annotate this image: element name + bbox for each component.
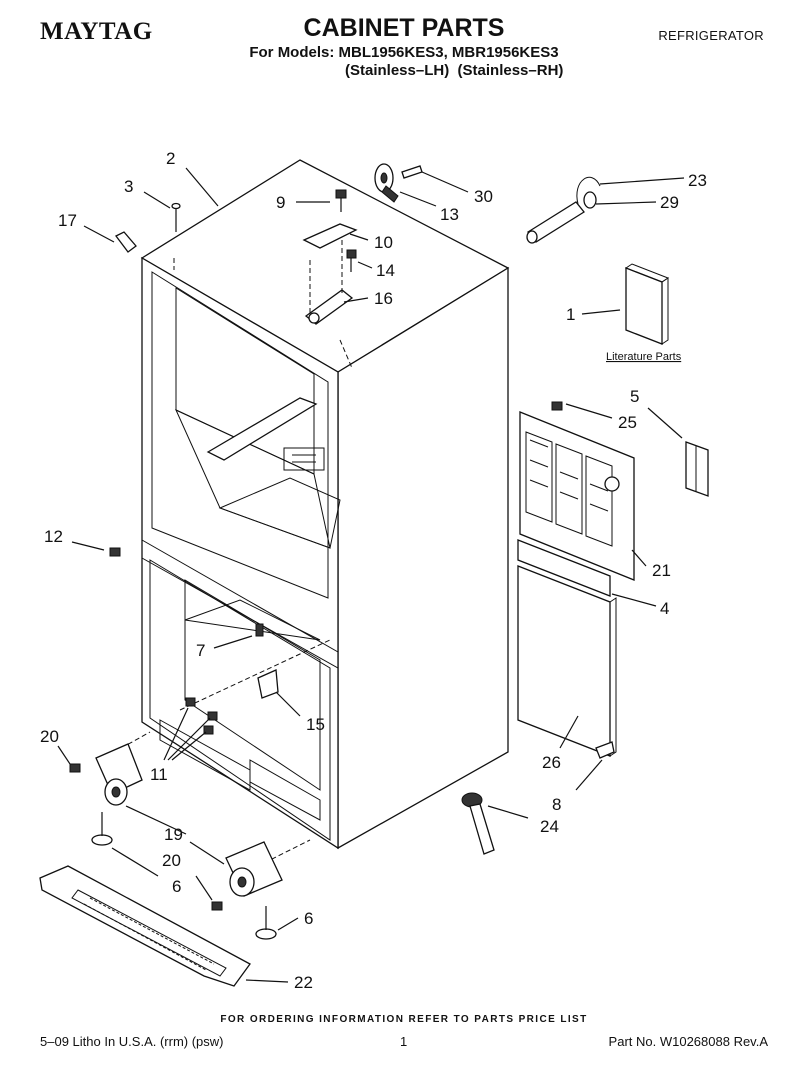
part-number: Part No. W10268088 Rev.A xyxy=(608,1034,768,1049)
page-number: 1 xyxy=(400,1034,408,1049)
toe-grille xyxy=(39,865,251,987)
callout-25: 25 xyxy=(618,413,637,432)
grille-cover xyxy=(519,401,709,581)
ordering-note: FOR ORDERING INFORMATION REFER TO PARTS … xyxy=(220,1014,588,1025)
callout-24: 24 xyxy=(540,817,559,836)
callout-5: 5 xyxy=(630,387,639,406)
callout-3: 3 xyxy=(124,177,133,196)
callout-19: 19 xyxy=(164,825,183,844)
callout-17: 17 xyxy=(58,211,77,230)
literature-parts-label: Literature Parts xyxy=(606,351,682,363)
callout-6: 6 xyxy=(172,877,181,896)
callout-22: 22 xyxy=(294,973,313,992)
leader-lines xyxy=(57,167,685,983)
callout-11: 11 xyxy=(150,765,168,784)
callout-12: 12 xyxy=(44,527,63,546)
callout-21: 21 xyxy=(652,561,671,580)
callout-9: 9 xyxy=(276,193,285,212)
callout-7: 7 xyxy=(196,641,205,660)
callout-13: 13 xyxy=(440,205,459,224)
callout-20: 20 xyxy=(40,727,59,746)
callout-26: 26 xyxy=(542,753,561,772)
litho-info: 5–09 Litho In U.S.A. (rrm) (psw) xyxy=(40,1034,224,1049)
callout-4: 4 xyxy=(660,599,669,618)
callout-15: 15 xyxy=(306,715,325,734)
cabinet-assembly xyxy=(99,159,510,871)
kickplate-and-panel xyxy=(461,539,617,855)
page-title: CABINET PARTS xyxy=(303,14,505,42)
callout-30: 30 xyxy=(474,187,493,206)
category-label: REFRIGERATOR xyxy=(658,28,764,43)
literature-parts xyxy=(624,263,670,345)
water-tube-parts xyxy=(526,176,601,244)
callout-1: 1 xyxy=(566,305,575,324)
callout-labels: 2 3 17 9 13 30 23 29 10 14 16 1 Literatu… xyxy=(40,149,707,992)
brand-logo: MAYTAG xyxy=(40,18,153,45)
callout-6-b: 6 xyxy=(304,909,313,928)
hinge-top-parts xyxy=(115,163,423,272)
callout-23: 23 xyxy=(688,171,707,190)
callout-10: 10 xyxy=(374,233,393,252)
callout-14: 14 xyxy=(376,261,395,280)
callout-2: 2 xyxy=(166,149,175,168)
model-variants: (Stainless–LH) (Stainless–RH) xyxy=(345,62,564,79)
callout-8: 8 xyxy=(552,795,561,814)
callout-20-b: 20 xyxy=(162,851,181,870)
roller-assemblies xyxy=(69,547,283,940)
callout-16: 16 xyxy=(374,289,393,308)
model-list: For Models: MBL1956KES3, MBR1956KES3 xyxy=(249,44,559,61)
callout-29: 29 xyxy=(660,193,679,212)
